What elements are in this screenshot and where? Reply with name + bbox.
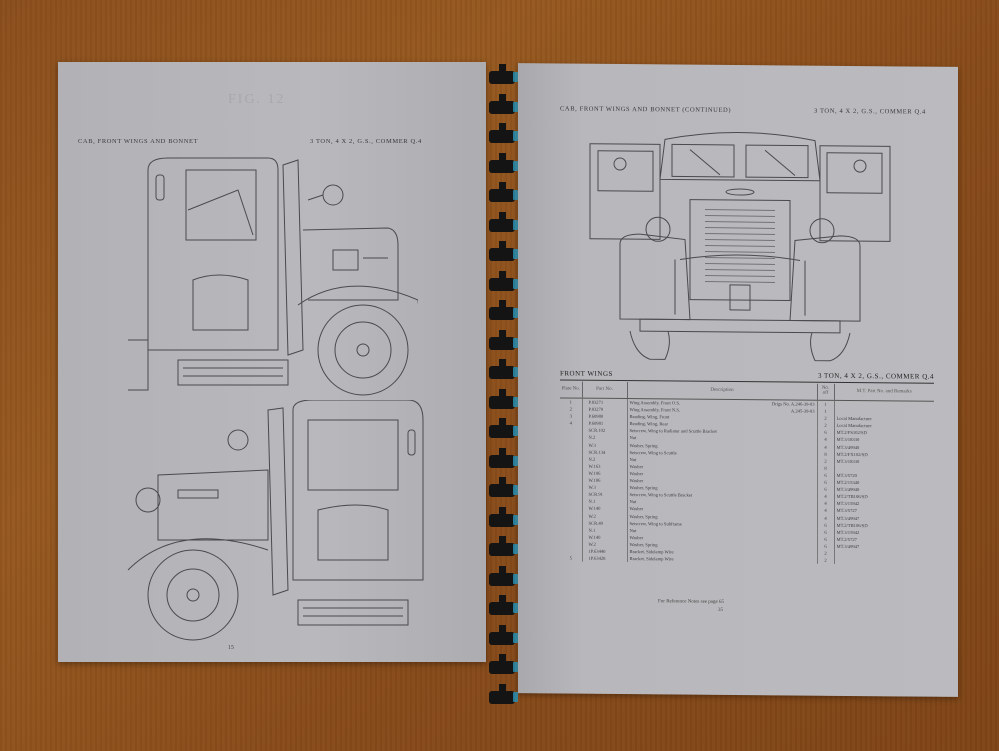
spiral-coil: [485, 536, 519, 557]
parts-table: Plate No. Part No. Description No. off M…: [560, 381, 934, 565]
spiral-coil: [485, 565, 519, 587]
description-cell: Bracket, Sidelamp Wire: [627, 555, 817, 564]
spiral-coil: [485, 241, 519, 262]
spiral-coil: [485, 359, 519, 380]
mt-part-no: [834, 556, 934, 565]
section-title: FRONT WINGS: [560, 369, 613, 378]
description: Bracket, Sidelamp Wire: [629, 556, 674, 562]
running-head-right: 3 TON, 4 x 2, G.S., COMMER Q.4: [310, 138, 422, 145]
part-no: SCR.134: [582, 448, 627, 456]
front-view-drawing: [580, 119, 900, 367]
description: Nut: [629, 435, 637, 441]
description: Setscrew, Wing to Subframe: [629, 520, 682, 527]
cab-side-view-drawing-bottom: [118, 399, 438, 650]
spiral-coil: [485, 624, 519, 646]
col-no-off: No. off: [817, 383, 834, 401]
no-off: 1: [817, 400, 834, 408]
reference-note: For Reference Notes see page 65: [658, 599, 724, 605]
spiral-coil: [485, 388, 519, 410]
spiral-coil: [485, 182, 519, 203]
col-part-no: Part No.: [582, 381, 627, 399]
plate-no: 5: [569, 555, 572, 561]
spiral-coil: [485, 64, 519, 85]
right-page: CAB, FRONT WINGS AND BONNET (Continued) …: [518, 63, 958, 697]
spiral-coil: [485, 93, 519, 115]
spiral-coil: [485, 270, 519, 292]
spiral-coil: [485, 300, 519, 321]
spiral-coil: [485, 211, 519, 233]
spiral-coil: [485, 654, 519, 675]
description: Nut: [629, 527, 637, 533]
spiral-binding: [485, 60, 525, 704]
cab-side-view-drawing-top: [118, 150, 424, 400]
page-number: 35: [718, 607, 723, 613]
description: Setscrew, Wing to Radiator and Scuttle B…: [629, 428, 717, 435]
spiral-coil: [485, 683, 519, 705]
description: Setscrew, Wing to Scuttle Bracket: [629, 492, 693, 498]
drawing-ref: A.245-39-03: [790, 408, 815, 414]
spiral-coil: [485, 329, 519, 351]
section-subtitle: 3 TON, 4 x 2, G.S., COMMER Q.4: [817, 371, 934, 381]
left-page: FIG. 12 CAB, FRONT WINGS AND BONNET 3 TO…: [58, 62, 486, 662]
no-off: 2: [817, 556, 834, 564]
description: Setscrew, Wing to Scuttle: [629, 449, 677, 456]
plate-no: 1: [569, 399, 572, 405]
page-number: 15: [228, 645, 234, 651]
spiral-coil: [485, 506, 519, 528]
running-head-left: CAB, FRONT WINGS AND BONNET (Continued): [560, 105, 732, 114]
running-head-right: 3 TON, 4 x 2, G.S., COMMER Q.4: [814, 107, 926, 116]
spiral-coil: [485, 418, 519, 439]
col-plate-no: Plate No.: [560, 381, 582, 399]
description: Nut: [629, 456, 637, 462]
spiral-coil: [485, 477, 519, 498]
col-mt-part-no-remarks: M.T. Part No. and Remarks: [834, 383, 934, 402]
col-description: Description: [627, 382, 817, 401]
spiral-coil: [485, 595, 519, 616]
spiral-coil: [485, 152, 519, 174]
part-no: 1P.63428: [582, 554, 627, 563]
spiral-coil: [485, 447, 519, 469]
description: Nut: [629, 499, 637, 505]
running-head-left: CAB, FRONT WINGS AND BONNET: [78, 138, 199, 145]
bleed-through-title: FIG. 12: [228, 92, 286, 107]
spiral-coil: [485, 123, 519, 144]
